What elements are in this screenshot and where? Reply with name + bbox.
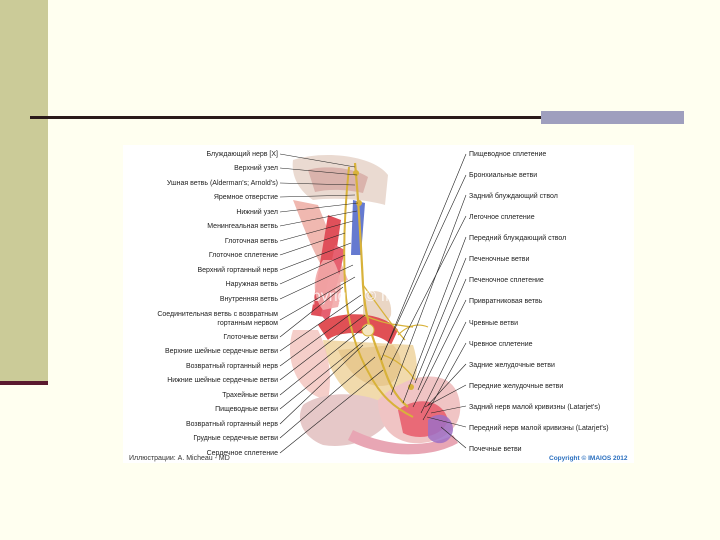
label-internal-branch: Внутренняя ветвь bbox=[220, 296, 279, 303]
label-pyloric-branch: Привратниковая ветвь bbox=[469, 298, 543, 305]
label-recurrent-laryngeal-1: Возвратный гортанный нерв bbox=[186, 362, 278, 370]
watermark: copyright © IMAIOS bbox=[295, 288, 437, 305]
label-posterior-gastric: Задние желудочные ветви bbox=[469, 362, 555, 369]
label-superior-ganglion: Верхний узел bbox=[234, 164, 278, 172]
label-posterior-latarjet: Задний нерв малой кривизны (Latarjet's) bbox=[469, 403, 600, 411]
label-anterior-latarjet: Передний нерв малой кривизны (Latarjet's… bbox=[469, 424, 609, 432]
right-labels: Пищеводное сплетение Бронхиальные ветви … bbox=[469, 151, 609, 453]
illustration-credit: Иллюстрации: A. Micheau - MD bbox=[129, 455, 230, 462]
label-esophageal-plexus: Пищеводное сплетение bbox=[469, 151, 546, 158]
label-celiac-plexus: Чревное сплетение bbox=[469, 341, 533, 348]
label-meningeal-branch: Менингеальная ветвь bbox=[207, 223, 278, 230]
label-anterior-gastric: Передние желудочные ветви bbox=[469, 383, 563, 390]
vagus-nerve-diagram: copyright © IMAIOS bbox=[123, 145, 634, 463]
label-esophageal-branches: Пищеводные ветви bbox=[215, 406, 278, 413]
label-anterior-vagal-trunk: Передний блуждающий ствол bbox=[469, 234, 566, 242]
title-rule-line bbox=[30, 116, 542, 119]
label-jugular-foramen: Яремное отверстие bbox=[214, 194, 278, 201]
label-recurrent-laryngeal-2: Возвратный гортанный нерв bbox=[186, 420, 278, 428]
label-vagus-nerve: Блуждающий нерв [X] bbox=[207, 150, 279, 158]
label-posterior-vagal-trunk: Задний блуждающий ствол bbox=[469, 192, 558, 200]
label-hepatic-branches: Печеночные ветви bbox=[469, 256, 529, 263]
label-superior-cervical-cardiac: Верхние шейные сердечные ветви bbox=[165, 347, 278, 355]
diagram-canvas: copyright © IMAIOS bbox=[123, 145, 634, 463]
label-inferior-cervical-cardiac: Нижние шейные сердечные ветви bbox=[167, 376, 278, 384]
label-external-branch: Наружная ветвь bbox=[226, 281, 279, 288]
watermark-text: copyright © IMAIOS bbox=[295, 288, 437, 305]
label-celiac-branches: Чревные ветви bbox=[469, 320, 518, 327]
label-tracheal-branches: Трахейные ветви bbox=[222, 391, 278, 399]
label-inferior-ganglion: Нижний узел bbox=[236, 208, 278, 216]
label-pulmonary-plexus: Легочное сплетение bbox=[469, 214, 535, 221]
label-bronchial-branches: Бронхиальные ветви bbox=[469, 172, 537, 179]
label-pharyngeal-plexus: Глоточное сплетение bbox=[209, 252, 278, 259]
title-rule-block bbox=[541, 111, 684, 124]
label-hepatic-plexus: Печеночное сплетение bbox=[469, 277, 544, 284]
label-superior-laryngeal-nerve: Верхний гортанный нерв bbox=[197, 266, 278, 274]
label-renal-branches: Почечные ветви bbox=[469, 446, 522, 453]
label-pharyngeal-branch: Глоточная ветвь bbox=[225, 238, 279, 245]
label-auricular-branch: Ушная ветвь (Alderman's; Arnold's) bbox=[167, 180, 278, 187]
left-labels: Блуждающий нерв [X] Верхний узел Ушная в… bbox=[157, 150, 278, 457]
label-communicating-branch-line1: Соединительная ветвь с возвратным bbox=[157, 311, 278, 318]
label-communicating-branch-line2: гортанным нервом bbox=[217, 320, 278, 327]
left-accent-bar bbox=[0, 0, 48, 385]
copyright-notice: Copyright © IMAIOS 2012 bbox=[549, 454, 628, 462]
label-thoracic-cardiac: Грудные сердечные ветви bbox=[193, 435, 278, 442]
left-accent-underline bbox=[0, 381, 48, 385]
label-pharyngeal-branches: Глоточные ветви bbox=[223, 334, 278, 341]
